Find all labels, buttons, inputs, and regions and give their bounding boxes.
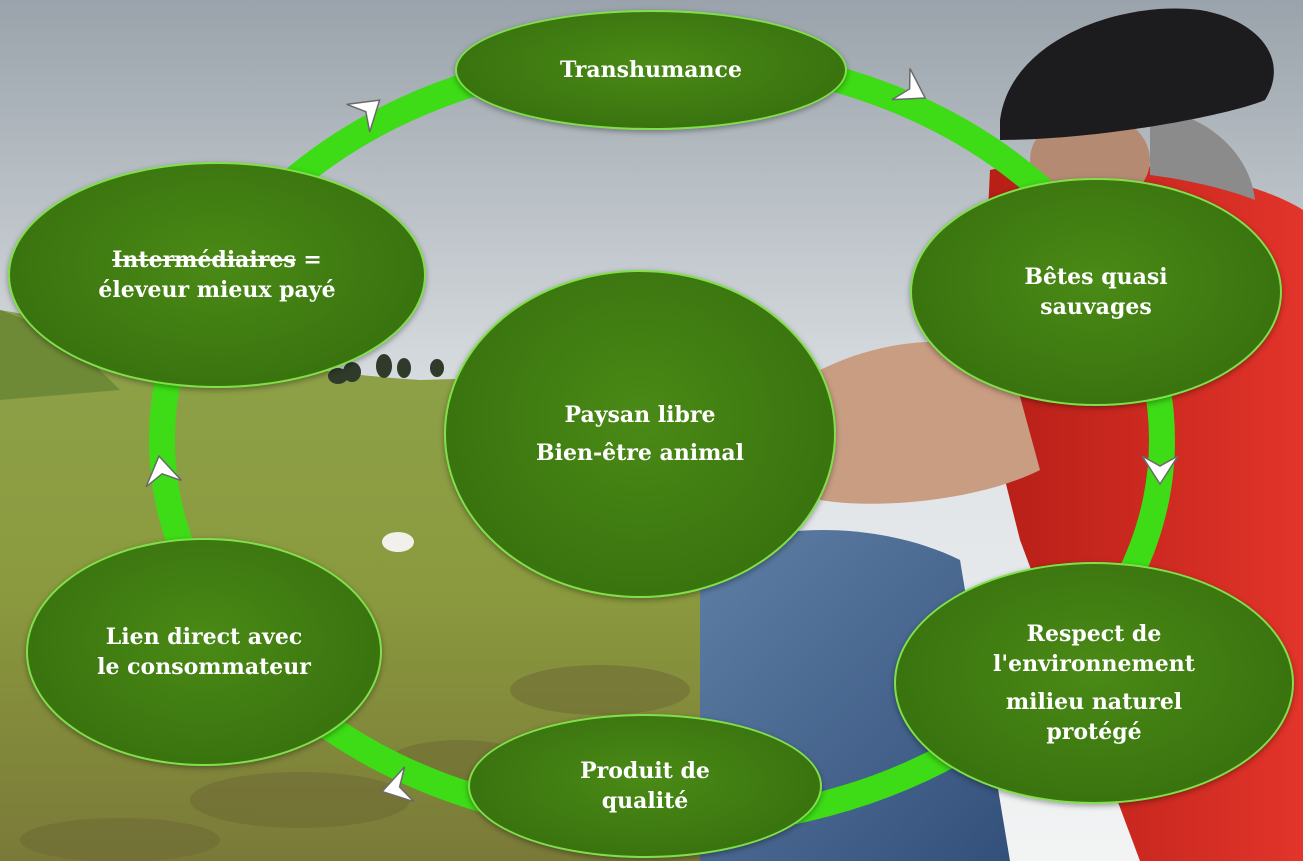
center-line2: Bien-être animal [536,440,744,466]
node-betes-quasi-sauvages: Bêtes quasi sauvages [910,178,1282,406]
node-produit-line2: qualité [601,788,689,814]
node-respect-line1: Respect de [1026,621,1162,647]
arrow-chevron-icon [145,454,183,488]
node-intermediaires-line1: Intermédiaires = [112,245,322,275]
node-lien-line1: Lien direct avec [105,624,303,650]
arrow-chevron-icon [346,99,381,133]
center-line1: Paysan libre [564,402,716,428]
node-respect-line2: l'environnement [993,651,1195,677]
node-intermediaires: Intermédiaires = éleveur mieux payé [8,162,426,388]
node-respect-line3: milieu naturel [1005,689,1183,715]
node-produit-qualite: Produit de qualité [468,714,822,858]
arrow-chevron-icon [891,68,927,101]
node-betes-line1: Bêtes quasi [1024,264,1168,290]
node-transhumance: Transhumance [455,10,847,130]
node-respect-line4: protégé [1046,719,1142,745]
intermediaires-equals: = [295,247,322,273]
node-lien-line2: le consommateur [97,654,311,680]
node-center-paysan-libre: Paysan libre Bien-être animal [444,270,836,598]
node-respect-environnement: Respect de l'environnement milieu nature… [894,562,1294,804]
node-betes-line2: sauvages [1040,294,1152,320]
arrow-chevron-icon [380,766,415,803]
node-lien-direct: Lien direct avec le consommateur [26,538,382,766]
node-transhumance-label: Transhumance [560,57,742,83]
arrow-chevron-icon [1141,455,1179,486]
intermediaires-struck-word: Intermédiaires [112,247,296,273]
node-intermediaires-line2: éleveur mieux payé [98,277,336,303]
node-produit-line1: Produit de [580,758,710,784]
